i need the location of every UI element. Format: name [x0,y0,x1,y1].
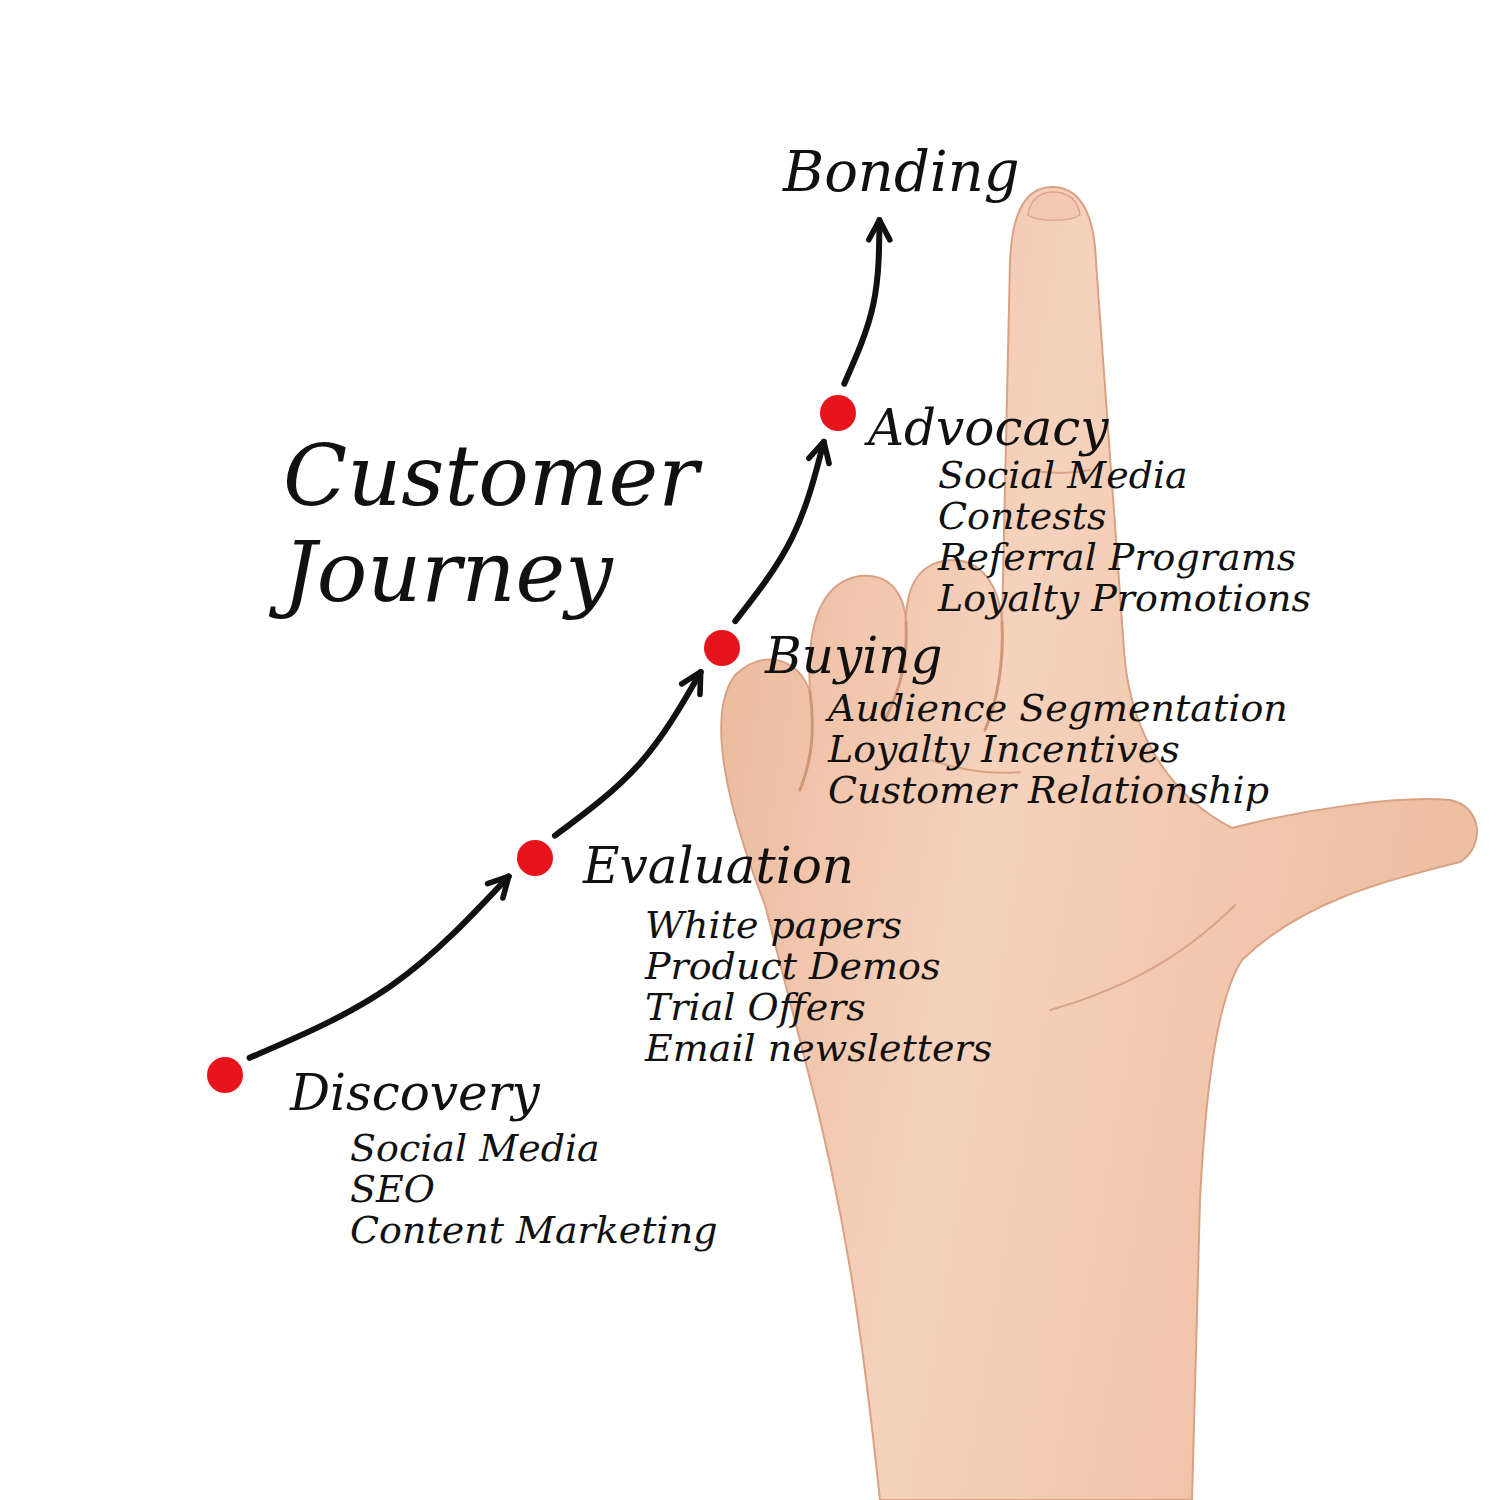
stage-dot [704,630,740,666]
journey-arrow [555,672,701,836]
stage-item: Loyalty Promotions [938,578,1316,619]
stage-item: White papers [645,905,997,946]
palm-crease [1050,905,1235,1010]
stage-item: Loyalty Incentives [828,729,1292,770]
stage-item: Content Marketing [350,1210,722,1251]
stage-dot [207,1057,243,1093]
stage-item: Referral Programs [938,537,1316,578]
journey-arrow [250,876,509,1057]
stage-item: Contests [938,496,1316,537]
finger-crease [800,692,812,790]
stage-item: Social Media [938,455,1316,496]
stage-heading: Evaluation [583,838,997,894]
stage-item: Trial Offers [645,987,997,1028]
journey-arrow [735,442,824,621]
stage-item: Social Media [350,1128,722,1169]
diagram-title: Customer Journey [283,428,733,620]
stage-heading: Buying [765,628,1292,684]
stage-item: Audience Segmentation [828,688,1292,729]
journey-stage: Bonding [783,140,1024,206]
journey-stage: DiscoverySocial MediaSEOContent Marketin… [290,1065,722,1253]
journey-stage: EvaluationWhite papersProduct DemosTrial… [583,838,997,1071]
journey-arrow [844,220,879,384]
stage-dot [820,395,856,431]
stage-item: Email newsletters [645,1028,997,1069]
stage-heading: Discovery [290,1065,722,1121]
stage-item: SEO [350,1169,722,1210]
stage-heading: Bonding [783,140,1024,204]
journey-stage: BuyingAudience SegmentationLoyalty Incen… [765,628,1292,813]
stage-item: Product Demos [645,946,997,987]
stage-heading: Advocacy [868,400,1316,456]
fingernail [1028,192,1080,220]
journey-stage: AdvocacySocial MediaContestsReferral Pro… [868,400,1316,621]
stage-dot [517,840,553,876]
stage-item: Customer Relationship [828,770,1292,811]
